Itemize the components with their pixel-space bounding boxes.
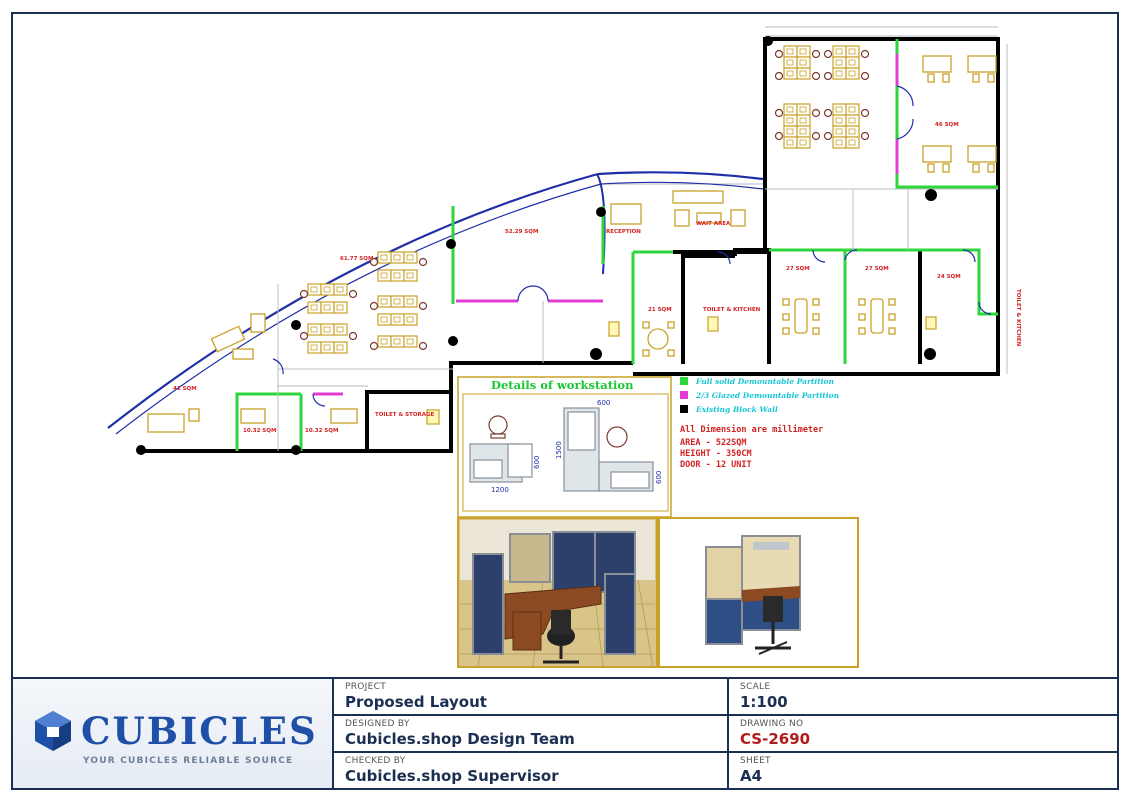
note-height: HEIGHT - 350CM: [680, 449, 752, 459]
room-label-14: TOILET & STORAGE: [375, 412, 435, 418]
scale-cell: SCALE 1:100: [729, 679, 1117, 716]
workstations-top-right: [774, 45, 870, 149]
legend-text-full: Full solid Demountable Partition: [695, 377, 834, 386]
dim-width-1200: 1200: [491, 486, 509, 494]
room-label-9: 27 SQM: [865, 266, 889, 272]
sheet-label: SHEET: [740, 756, 771, 766]
l-shaped-workstation: [563, 407, 654, 492]
room-label-2: 61.77 SQM: [340, 256, 373, 262]
dim-height-1500: 1500: [555, 441, 563, 459]
room-label-1: 41 SQM: [173, 386, 197, 392]
sheet-cell: SHEET A4: [729, 753, 1117, 788]
room-label-8: 27 SQM: [786, 266, 810, 272]
designed-by-cell: DESIGNED BY Cubicles.shop Design Team: [334, 716, 729, 753]
manager-desks: [922, 55, 997, 173]
logo-wordmark: CUBICLES: [81, 709, 318, 753]
drawing-no-label: DRAWING NO: [740, 719, 804, 729]
render-photo-left: [457, 517, 658, 668]
project-cell: PROJECT Proposed Layout: [334, 679, 729, 716]
room-label-6: 21 SQM: [648, 307, 672, 313]
left-office-furniture: [147, 313, 358, 433]
note-dimension-units: All Dimension are millimeter: [680, 424, 823, 435]
room-label-5: WAIT AREA: [696, 221, 731, 227]
legend-swatch-wall: [680, 405, 688, 413]
wait-area-furniture: [610, 190, 746, 227]
room-label-12: 10.32 SQM: [243, 428, 276, 434]
room-label-3: 52.29 SQM: [505, 229, 538, 235]
drawing-no-value: CS-2690: [740, 730, 811, 748]
sheet-value: A4: [740, 767, 763, 785]
room-label-15: TOILET & KITCHEN: [1015, 289, 1021, 347]
cube-logo-icon: [35, 711, 71, 751]
fixtures: [426, 316, 937, 425]
drawing-notes: All Dimension are millimeter AREA - 522S…: [680, 424, 823, 470]
dim-height-600: 600: [533, 456, 541, 469]
detail-dimensions: 1200 600 600 1500 600: [491, 399, 663, 494]
designed-by-value: Cubicles.shop Design Team: [345, 730, 575, 748]
legend-text-glazed: 2/3 Glazed Demountable Partition: [695, 391, 839, 400]
room-label-11: 46 SQM: [935, 122, 959, 128]
checked-by-value: Cubicles.shop Supervisor: [345, 767, 559, 785]
legend-swatch-full: [680, 377, 688, 385]
dim-width-600: 600: [597, 399, 610, 407]
workstations-middle: [299, 251, 428, 354]
scale-label: SCALE: [740, 682, 771, 692]
dim-height-600-b: 600: [655, 471, 663, 484]
title-block: CUBICLES YOUR CUBICLES RELIABLE SOURCE P…: [13, 677, 1117, 788]
detail-title: Details of workstation: [491, 378, 634, 392]
straight-workstation: [469, 415, 533, 483]
checked-by-cell: CHECKED BY Cubicles.shop Supervisor: [334, 753, 729, 788]
legend-text-wall: Existing Block Wall: [695, 405, 778, 414]
note-door: DOOR - 12 UNIT: [680, 460, 752, 470]
floor-plan-area: 41 SQM 61.77 SQM 52.29 SQM RECEPTION WAI…: [13, 14, 1117, 677]
floor-plan-svg: 41 SQM 61.77 SQM 52.29 SQM RECEPTION WAI…: [107, 26, 1021, 668]
note-area: AREA - 522SQM: [680, 438, 747, 448]
room-labels: 41 SQM 61.77 SQM 52.29 SQM RECEPTION WAI…: [173, 122, 1021, 434]
interior-lines: [277, 188, 998, 451]
designed-by-label: DESIGNED BY: [345, 719, 410, 729]
panel-left-side: [472, 553, 504, 655]
project-value: Proposed Layout: [345, 693, 487, 711]
dimension-lines: [277, 26, 1008, 387]
logo-tagline: YOUR CUBICLES RELIABLE SOURCE: [83, 756, 294, 766]
door-swings: [272, 85, 992, 407]
glazed-partitions: [313, 54, 899, 396]
room-label-10: 24 SQM: [937, 274, 961, 280]
workstation-detail-panel: Details of workstation: [457, 376, 672, 518]
checked-by-label: CHECKED BY: [345, 756, 406, 766]
drawing-sheet: 41 SQM 61.77 SQM 52.29 SQM RECEPTION WAI…: [11, 12, 1119, 790]
drawing-no-cell: DRAWING NO CS-2690: [729, 716, 1117, 753]
room-label-7: TOILET & KITCHEN: [703, 307, 761, 313]
room-label-13: 10.32 SQM: [305, 428, 338, 434]
partition-legend: Full solid Demountable Partition 2/3 Gla…: [680, 377, 839, 414]
render-photo-right: [658, 517, 859, 668]
meeting-room-furniture: [642, 298, 896, 357]
legend-swatch-glazed: [680, 391, 688, 399]
room-label-4: RECEPTION: [606, 229, 641, 235]
logo-cell: CUBICLES YOUR CUBICLES RELIABLE SOURCE: [13, 679, 334, 788]
scale-value: 1:100: [740, 693, 788, 711]
structural-columns: [136, 36, 937, 455]
project-label: PROJECT: [345, 682, 386, 692]
